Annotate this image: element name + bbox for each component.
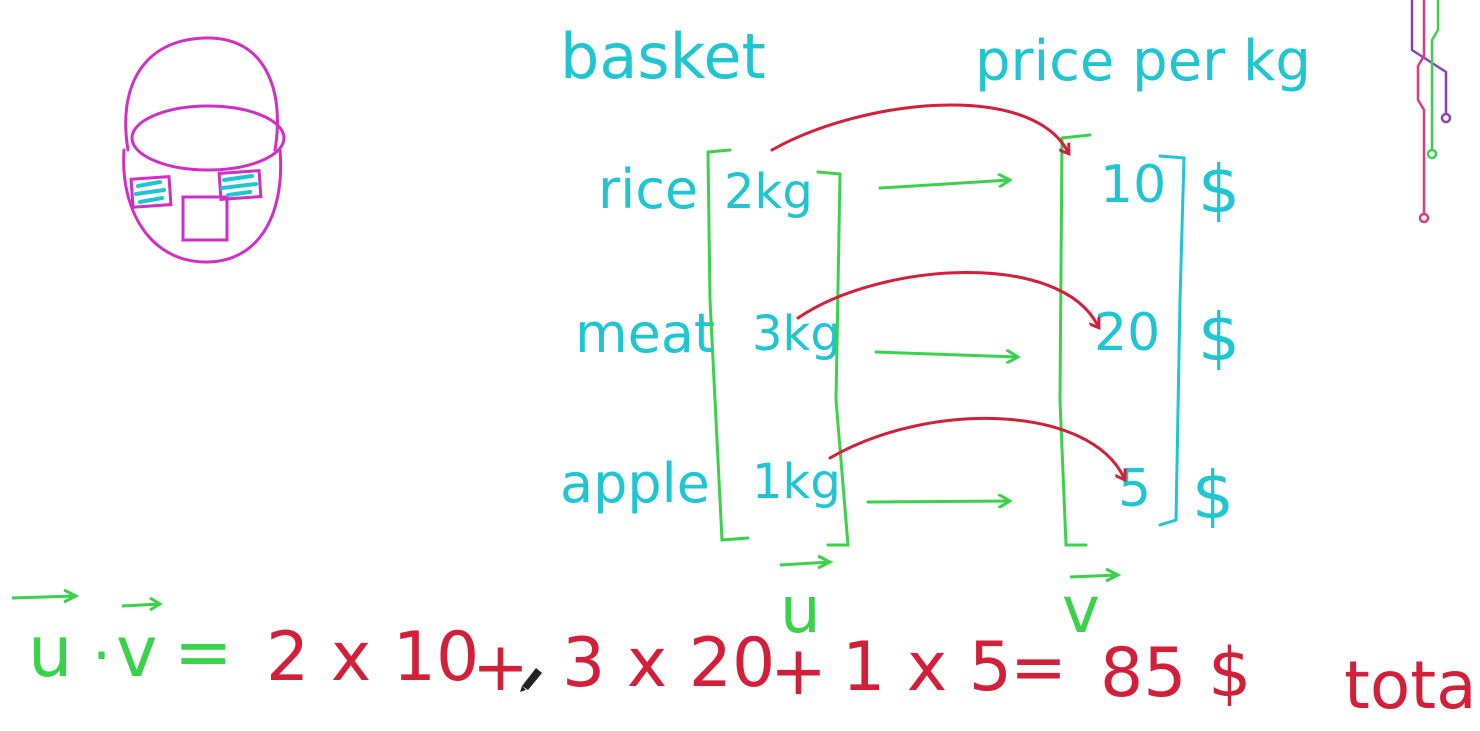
vector-v-label: v [1062,574,1100,648]
item-price-rice: 10 [1100,155,1166,215]
equation-lhs-u: u [28,611,72,693]
multiply-curves [770,103,1124,478]
equation-total: total [1344,647,1480,724]
equation-lhs-v: v [116,611,157,693]
item-name-meat: meat [575,302,715,365]
eq-u-arrow-icon [11,588,80,604]
vector-u-brackets [706,148,850,547]
item-name-apple: apple [560,452,710,515]
equation-term2: 3 x 20 [562,624,775,703]
equation-equals: = [174,611,233,693]
mapping-arrows [866,180,1018,502]
vector-u-label: u [780,574,821,648]
equation-plus2: + [770,632,827,711]
basket-title: basket [560,20,766,93]
item-currency-meat: $ [1198,299,1240,376]
item-name-rice: rice [598,158,698,221]
equation-term1: 2 x 10 [266,618,479,697]
price-bracket [1158,154,1186,527]
item-price-meat: 20 [1094,303,1160,363]
vector-u-arrow-icon [779,554,834,570]
item-currency-apple: $ [1192,457,1234,534]
pencil-cursor-icon [520,668,542,692]
eq-v-arrow-icon [121,596,163,612]
equation-term3: 1 x 5 [842,628,1012,707]
equation-equals2: = [1010,628,1067,707]
item-price-apple: 5 [1118,459,1151,519]
item-qty-apple: 1kg [752,454,841,510]
equation-dot: · [92,621,111,691]
equation-plus1: + [472,628,529,707]
vector-v-arrow-icon [1069,567,1122,583]
item-qty-meat: 3kg [752,306,841,362]
basket-icon [122,36,286,264]
price-title: price per kg [975,29,1311,94]
equation-result: 85 $ [1100,634,1251,713]
circuit-decoration-icon [1410,0,1452,224]
vector-v-brackets [1058,133,1092,547]
item-qty-rice: 2kg [724,164,813,220]
item-currency-rice: $ [1198,151,1240,228]
